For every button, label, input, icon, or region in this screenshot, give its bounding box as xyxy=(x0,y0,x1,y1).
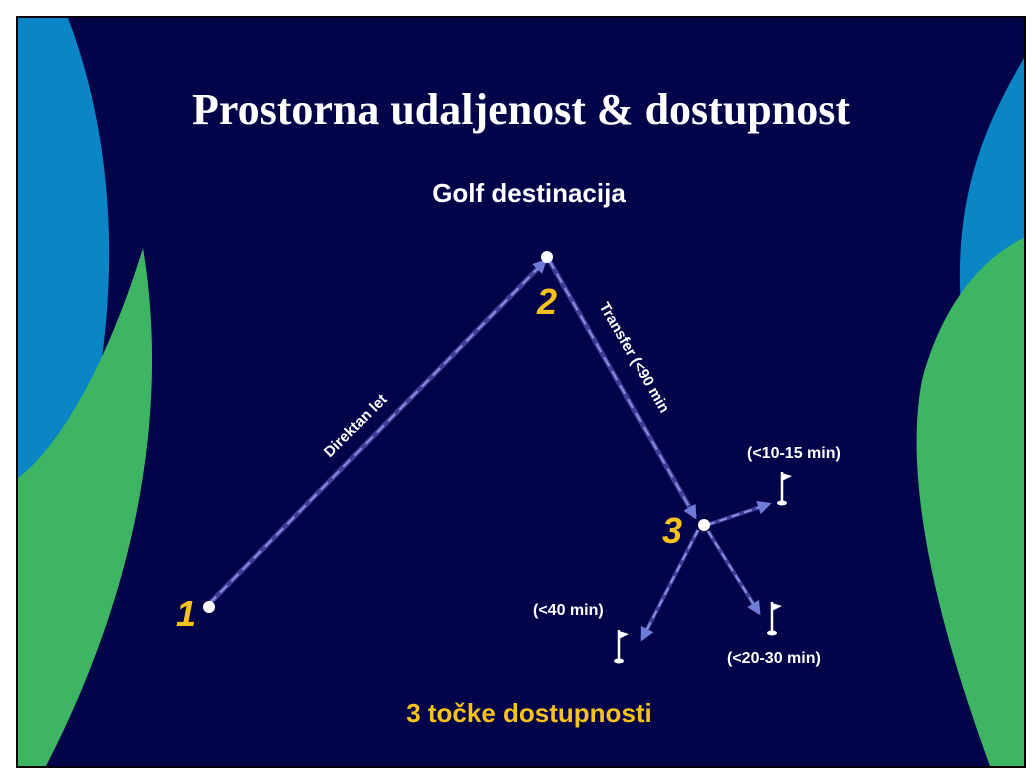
point-1-label: 1 xyxy=(176,593,196,634)
crescent-green-left xyxy=(18,248,153,766)
crescent-green-right xyxy=(916,238,1024,766)
route-to-left-course xyxy=(640,529,700,642)
route-transfer xyxy=(546,258,698,520)
point-3-label: 3 xyxy=(662,510,682,551)
point-1-marker xyxy=(203,601,215,613)
point-3-marker xyxy=(698,519,710,531)
right-course-time-label: (<20-30 min) xyxy=(727,650,821,667)
golf-flag-icon xyxy=(767,602,782,636)
point-2-marker xyxy=(541,251,553,263)
route-direct-flight xyxy=(207,258,547,606)
slide-canvas: Prostorna udaljenost & dostupnost Golf d… xyxy=(18,18,1024,766)
slide-footer: 3 točke dostupnosti xyxy=(406,698,652,728)
golf-flag-icon xyxy=(777,472,792,506)
route-to-right-course xyxy=(706,529,761,616)
golf-flag-icon xyxy=(614,630,629,664)
slide-title: Prostorna udaljenost & dostupnost xyxy=(192,85,850,134)
point-2-label: 2 xyxy=(536,281,557,322)
near-course-time-label: (<10-15 min) xyxy=(747,445,841,462)
slide-subtitle: Golf destinacija xyxy=(432,178,626,208)
slide: Prostorna udaljenost & dostupnost Golf d… xyxy=(16,16,1026,768)
left-course-time-label: (<40 min) xyxy=(533,602,604,619)
route-to-near-course xyxy=(706,500,772,527)
